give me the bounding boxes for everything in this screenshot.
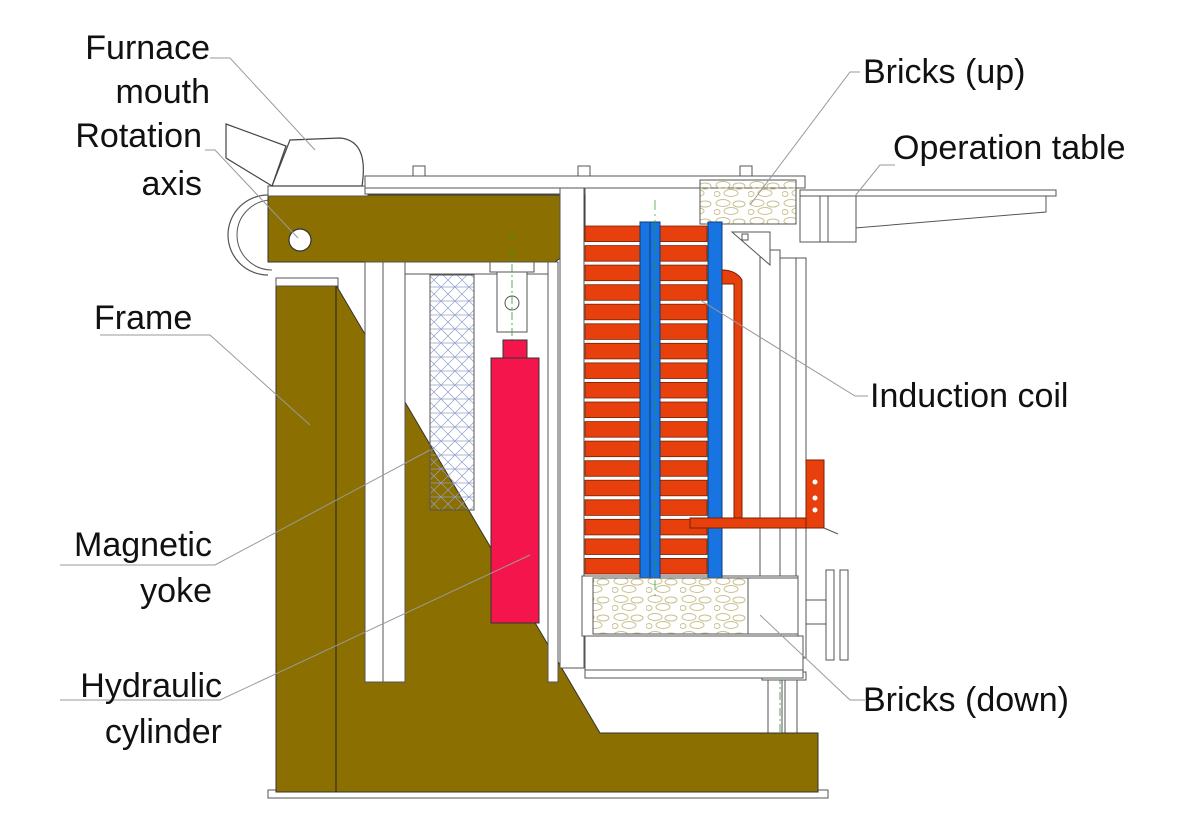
furnace-mouth	[225, 123, 369, 197]
label-rotation-axis-line1: Rotation	[75, 117, 202, 155]
top-beam	[267, 194, 586, 263]
label-bricks-up: Bricks (up)	[863, 53, 1026, 91]
label-bricks-down: Bricks (down)	[863, 681, 1069, 719]
frame	[275, 277, 819, 793]
bracket	[730, 231, 771, 267]
bricks-up-block	[699, 179, 797, 225]
label-frame: Frame	[94, 299, 193, 337]
label-rotation-axis: Rotation axis	[30, 116, 202, 204]
coil-outlet-pipe	[689, 269, 839, 535]
label-furnace-mouth: Furnace mouth	[30, 28, 210, 112]
leader-lines	[60, 57, 895, 701]
label-hydraulic-cylinder-line1: Hydraulic	[80, 667, 222, 705]
top-plate	[364, 165, 806, 195]
label-hydraulic-cylinder-line2: cylinder	[104, 713, 222, 751]
label-magnetic-yoke: Magnetic yoke	[30, 525, 212, 611]
hydraulic-cylinder	[489, 232, 540, 624]
label-operation-table: Operation table	[893, 129, 1126, 167]
label-furnace-mouth-line1: Furnace	[85, 29, 210, 67]
operation-table	[799, 189, 1057, 243]
bricks-down-block	[592, 577, 749, 635]
label-magnetic-yoke-line2: yoke	[140, 572, 212, 610]
outlet-flange	[805, 569, 849, 661]
label-induction-coil: Induction coil	[870, 377, 1069, 415]
label-furnace-mouth-line2: mouth	[115, 73, 211, 111]
label-hydraulic-cylinder: Hydraulic cylinder	[30, 666, 222, 752]
label-rotation-axis-line2: axis	[141, 165, 202, 203]
label-magnetic-yoke-line1: Magnetic	[74, 526, 212, 564]
magnetic-yoke	[429, 274, 475, 511]
